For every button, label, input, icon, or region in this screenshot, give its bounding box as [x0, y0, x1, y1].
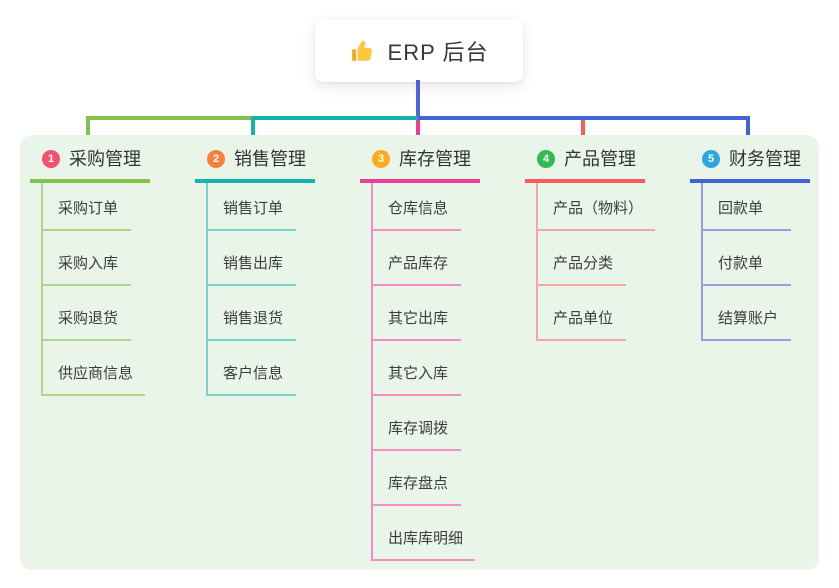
- child-node[interactable]: 付款单: [703, 231, 791, 286]
- child-label: 销售退货: [223, 310, 284, 327]
- connector-drop-product: [581, 120, 585, 146]
- child-label: 其它出库: [388, 310, 449, 327]
- child-node[interactable]: 采购入库: [43, 231, 131, 286]
- branch-label: 采购管理: [69, 149, 141, 169]
- branch-label: 销售管理: [234, 149, 306, 169]
- connector-bus-segment-2: [253, 116, 418, 120]
- branch-number-badge: 2: [207, 150, 225, 168]
- child-node[interactable]: 产品库存: [373, 231, 461, 286]
- child-label: 库存调拨: [388, 420, 449, 437]
- child-node[interactable]: 回款单: [703, 183, 791, 231]
- child-label: 采购入库: [58, 255, 119, 272]
- child-node[interactable]: 客户信息: [208, 341, 296, 396]
- child-label: 产品分类: [553, 255, 614, 272]
- branch-label: 库存管理: [399, 149, 471, 169]
- child-label: 仓库信息: [388, 200, 449, 217]
- child-node[interactable]: 仓库信息: [373, 183, 461, 231]
- connector-root-line: [416, 80, 420, 120]
- child-label: 产品单位: [553, 310, 614, 327]
- child-label: 销售出库: [223, 255, 284, 272]
- branch: 2 销售管理 销售订单销售出库销售退货客户信息: [195, 148, 360, 396]
- child-label: 其它入库: [388, 365, 449, 382]
- child-label: 付款单: [718, 255, 764, 272]
- child-node[interactable]: 产品分类: [538, 231, 626, 286]
- branch: 5 财务管理 回款单付款单结算账户: [690, 148, 839, 341]
- child-label: 产品库存: [388, 255, 449, 272]
- branch-number-badge: 4: [537, 150, 555, 168]
- child-node[interactable]: 库存盘点: [373, 451, 461, 506]
- branch-number-badge: 5: [702, 150, 720, 168]
- child-node[interactable]: 销售订单: [208, 183, 296, 231]
- child-node[interactable]: 采购订单: [43, 183, 131, 231]
- child-label: 库存盘点: [388, 475, 449, 492]
- child-label: 产品（物料）: [553, 200, 644, 217]
- child-label: 结算账户: [718, 310, 779, 327]
- thumbs-up-icon: [350, 38, 376, 64]
- connector-drop-sales: [251, 116, 255, 146]
- branch-number-badge: 3: [372, 150, 390, 168]
- child-label: 采购订单: [58, 200, 119, 217]
- root-title: ERP 后台: [387, 40, 489, 65]
- connector-bus-segment-3: [418, 116, 750, 120]
- branches-panel: 1 采购管理 采购订单采购入库采购退货供应商信息 2 销售管理 销售订单销售出库…: [20, 135, 819, 570]
- child-node[interactable]: 销售退货: [208, 286, 296, 341]
- branch-label: 产品管理: [564, 149, 636, 169]
- branch-children: 销售订单销售出库销售退货客户信息: [206, 183, 296, 396]
- branch-header[interactable]: 4 产品管理: [525, 148, 645, 183]
- root-node[interactable]: ERP 后台: [315, 20, 523, 82]
- child-node[interactable]: 供应商信息: [43, 341, 146, 396]
- child-node[interactable]: 其它入库: [373, 341, 461, 396]
- child-node[interactable]: 出库库明细: [373, 506, 476, 561]
- connector-drop-finance: [746, 116, 750, 146]
- child-label: 回款单: [718, 200, 764, 217]
- branch-label: 财务管理: [729, 149, 801, 169]
- branch-header[interactable]: 3 库存管理: [360, 148, 480, 183]
- child-node[interactable]: 产品（物料）: [538, 183, 656, 231]
- connector-drop-inventory: [416, 120, 420, 146]
- child-node[interactable]: 其它出库: [373, 286, 461, 341]
- branch: 3 库存管理 仓库信息产品库存其它出库其它入库库存调拨库存盘点出库库明细: [360, 148, 525, 561]
- connector-drop-purchase: [86, 116, 90, 146]
- branch-children: 回款单付款单结算账户: [701, 183, 791, 341]
- child-node[interactable]: 销售出库: [208, 231, 296, 286]
- child-label: 客户信息: [223, 365, 284, 382]
- child-label: 供应商信息: [58, 365, 134, 382]
- branch: 1 采购管理 采购订单采购入库采购退货供应商信息: [30, 148, 195, 396]
- child-label: 采购退货: [58, 310, 119, 327]
- child-node[interactable]: 结算账户: [703, 286, 791, 341]
- child-label: 出库库明细: [388, 530, 464, 547]
- branch-children: 产品（物料） 产品分类产品单位: [536, 183, 656, 341]
- child-node[interactable]: 库存调拨: [373, 396, 461, 451]
- branch: 4 产品管理 产品（物料） 产品分类产品单位: [525, 148, 690, 341]
- child-node[interactable]: 产品单位: [538, 286, 626, 341]
- branch-header[interactable]: 5 财务管理: [690, 148, 810, 183]
- branch-header[interactable]: 1 采购管理: [30, 148, 150, 183]
- child-label: 销售订单: [223, 200, 284, 217]
- connector-bus-segment-1: [86, 116, 253, 120]
- branch-header[interactable]: 2 销售管理: [195, 148, 315, 183]
- branch-children: 仓库信息产品库存其它出库其它入库库存调拨库存盘点出库库明细: [371, 183, 476, 561]
- branch-number-badge: 1: [42, 150, 60, 168]
- child-node[interactable]: 采购退货: [43, 286, 131, 341]
- branch-children: 采购订单采购入库采购退货供应商信息: [41, 183, 146, 396]
